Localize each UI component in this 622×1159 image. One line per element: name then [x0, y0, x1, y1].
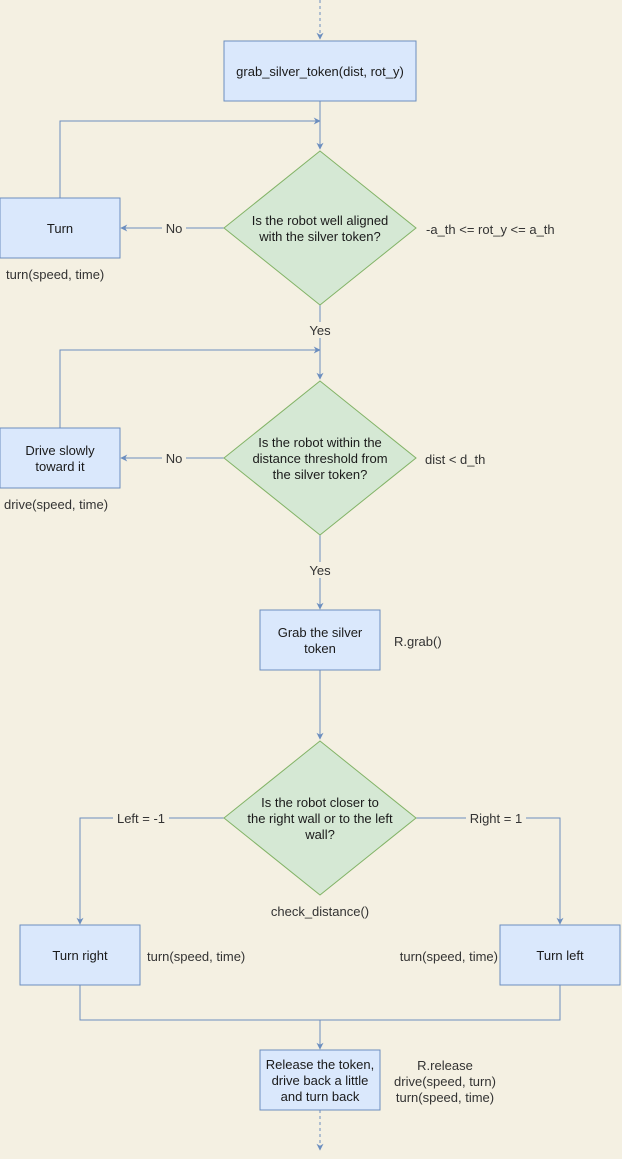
node-release-label-2: drive back a little — [272, 1073, 369, 1088]
edge-label-left: Left = -1 — [117, 811, 165, 826]
decision-aligned: Is the robot well aligned with the silve… — [223, 150, 417, 306]
edge-label-yes-distance: Yes — [309, 563, 331, 578]
edge-label-right: Right = 1 — [470, 811, 522, 826]
note-check-distance: check_distance() — [271, 904, 369, 919]
note-release-line-3: turn(speed, time) — [396, 1090, 494, 1105]
node-drive-label-2: toward it — [35, 459, 85, 474]
edge-turn-loop — [59, 117, 321, 198]
node-start-label: grab_silver_token(dist, rot_y) — [236, 64, 404, 79]
node-turn-left-label: Turn left — [536, 948, 584, 963]
note-aligned-condition: -a_th <= rot_y <= a_th — [426, 222, 555, 237]
edge-wall-left — [76, 817, 224, 925]
decision-wall: Is the robot closer to the right wall or… — [223, 740, 417, 896]
edge-drive-loop — [59, 346, 321, 428]
decision-distance-line-1: Is the robot within the — [258, 435, 382, 450]
decision-aligned-line-1: Is the robot well aligned — [252, 213, 389, 228]
node-turn: Turn — [0, 197, 121, 259]
node-turn-left: Turn left — [499, 924, 621, 986]
node-turn-right-label: Turn right — [52, 948, 108, 963]
edge-label-no-aligned: No — [166, 221, 183, 236]
node-release: Release the token, drive back a little a… — [259, 1049, 381, 1111]
note-release-line-1: R.release — [417, 1058, 473, 1073]
decision-distance: Is the robot within the distance thresho… — [223, 380, 417, 536]
node-grab: Grab the silver token — [259, 609, 381, 671]
node-grab-label-2: token — [304, 641, 336, 656]
decision-distance-line-2: distance threshold from — [252, 451, 387, 466]
edge-label-yes-aligned: Yes — [309, 323, 331, 338]
note-turn-function: turn(speed, time) — [6, 267, 104, 282]
node-release-label-3: and turn back — [281, 1089, 360, 1104]
edge-label-no-distance: No — [166, 451, 183, 466]
decision-aligned-line-2: with the silver token? — [258, 229, 380, 244]
decision-wall-line-1: Is the robot closer to — [261, 795, 379, 810]
decision-wall-line-2: the right wall or to the left — [247, 811, 393, 826]
node-start: grab_silver_token(dist, rot_y) — [223, 40, 417, 102]
note-grab-function: R.grab() — [394, 634, 442, 649]
node-drive-label-1: Drive slowly — [25, 443, 95, 458]
decision-wall-line-3: wall? — [304, 827, 335, 842]
node-turn-right: Turn right — [19, 924, 141, 986]
decision-distance-line-3: the silver token? — [273, 467, 368, 482]
node-drive: Drive slowly toward it — [0, 427, 121, 489]
note-drive-function: drive(speed, time) — [4, 497, 108, 512]
node-release-label-1: Release the token, — [266, 1057, 374, 1072]
note-turn-left-function: turn(speed, time) — [400, 949, 498, 964]
note-turn-right-function: turn(speed, time) — [147, 949, 245, 964]
edge-turn-left-merge — [320, 985, 561, 1021]
node-turn-label: Turn — [47, 221, 73, 236]
edge-wall-right — [416, 817, 564, 925]
edge-turn-right-merge — [79, 985, 320, 1021]
note-distance-condition: dist < d_th — [425, 452, 485, 467]
node-grab-label-1: Grab the silver — [278, 625, 363, 640]
note-release-line-2: drive(speed, turn) — [394, 1074, 496, 1089]
